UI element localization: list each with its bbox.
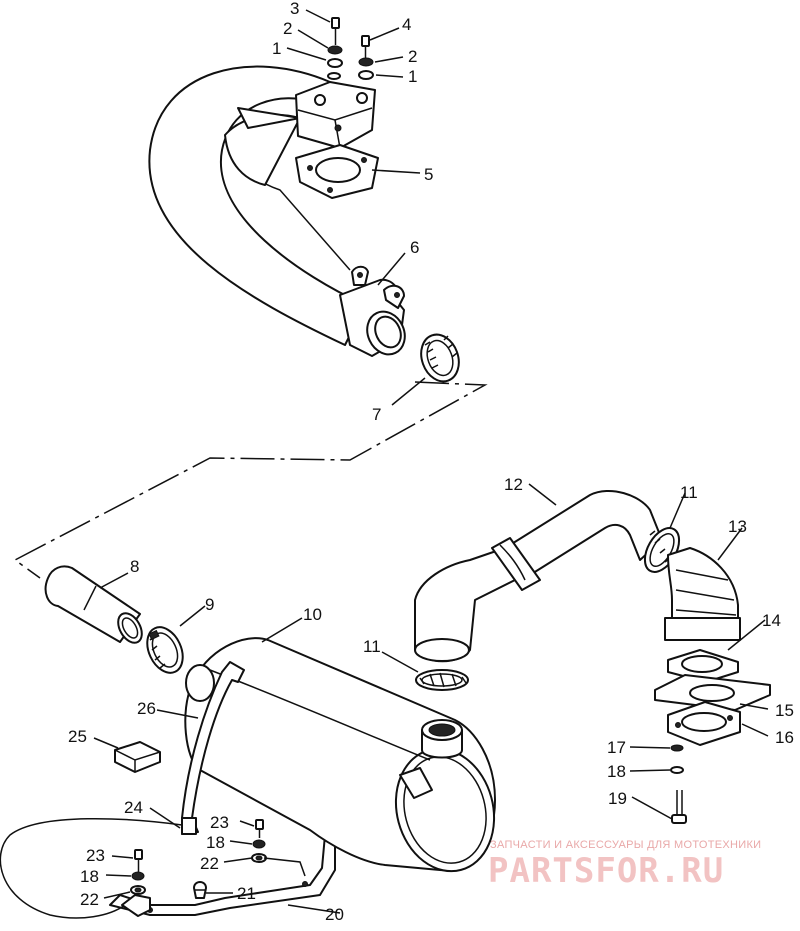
leader-lines [93, 9, 769, 914]
callout-14: 14 [762, 611, 781, 630]
grommet-21 [193, 881, 207, 899]
watermark-brand: PARTSFOR.RU [488, 851, 724, 891]
callout-1-right: 1 [408, 67, 417, 86]
callout-16: 16 [775, 728, 794, 747]
callout-20: 20 [325, 905, 344, 924]
callout-23-left: 23 [86, 846, 105, 865]
callout-22-left: 22 [80, 890, 99, 909]
callout-18-left: 18 [80, 867, 99, 886]
callout-1-left: 1 [272, 39, 281, 58]
plate-15 [654, 674, 771, 711]
callout-2-left: 2 [283, 19, 292, 38]
manifold-flange [295, 81, 376, 149]
flange-16 [667, 701, 741, 746]
watermark: ЗАПЧАСТИ И АКСЕССУАРЫ ДЛЯ МОТОТЕХНИКИ PA… [488, 839, 761, 891]
callout-22-right: 22 [200, 854, 219, 873]
fasteners-17-19 [670, 744, 687, 824]
callout-2-right: 2 [408, 47, 417, 66]
tail-pipe-12 [414, 490, 663, 663]
callout-11-lower: 11 [363, 637, 381, 656]
callout-25: 25 [68, 727, 87, 746]
callout-12: 12 [504, 475, 523, 494]
pad-25 [114, 741, 161, 773]
clamp-ring-11-lower [415, 669, 469, 691]
muffler-strap-26 [181, 661, 245, 835]
flange-gasket [295, 144, 379, 199]
clamp-ring-7 [420, 333, 460, 383]
callout-21: 21 [237, 884, 256, 903]
callout-24: 24 [124, 798, 143, 817]
callout-4: 4 [402, 15, 411, 34]
fasteners-left [130, 849, 146, 895]
muffler-10 [109, 637, 496, 916]
watermark-tagline: ЗАПЧАСТИ И АКСЕССУАРЫ ДЛЯ МОТОТЕХНИКИ [490, 839, 761, 851]
callout-23-right: 23 [210, 813, 229, 832]
callout-5: 5 [424, 165, 433, 184]
callout-7: 7 [372, 405, 381, 424]
callout-9: 9 [205, 595, 214, 614]
pipe-8 [44, 565, 143, 644]
callout-15: 15 [775, 701, 794, 720]
callout-17: 17 [607, 738, 626, 757]
connection-line [13, 381, 488, 579]
callout-labels: 3 2 1 4 2 1 5 6 7 8 9 10 11 12 11 13 14 … [68, 0, 794, 924]
callout-26: 26 [137, 699, 156, 718]
clamp-ring-9 [146, 626, 184, 674]
callout-13: 13 [728, 517, 747, 536]
fasteners-right [251, 819, 306, 877]
callout-11-upper: 11 [680, 483, 698, 502]
callout-8: 8 [130, 557, 139, 576]
callout-3: 3 [290, 0, 299, 18]
elbow-13 [664, 547, 741, 641]
gasket-14 [667, 649, 739, 683]
callout-18-right: 18 [206, 833, 225, 852]
pipe-outlet-6 [339, 265, 406, 357]
callout-6: 6 [410, 238, 419, 257]
callout-18-right-assembly: 18 [607, 762, 626, 781]
callout-19: 19 [608, 789, 627, 808]
bracket-20 [0, 818, 183, 919]
callout-10: 10 [303, 605, 322, 624]
flange-bolts [327, 17, 374, 80]
upper-exhaust-pipe [148, 65, 366, 346]
